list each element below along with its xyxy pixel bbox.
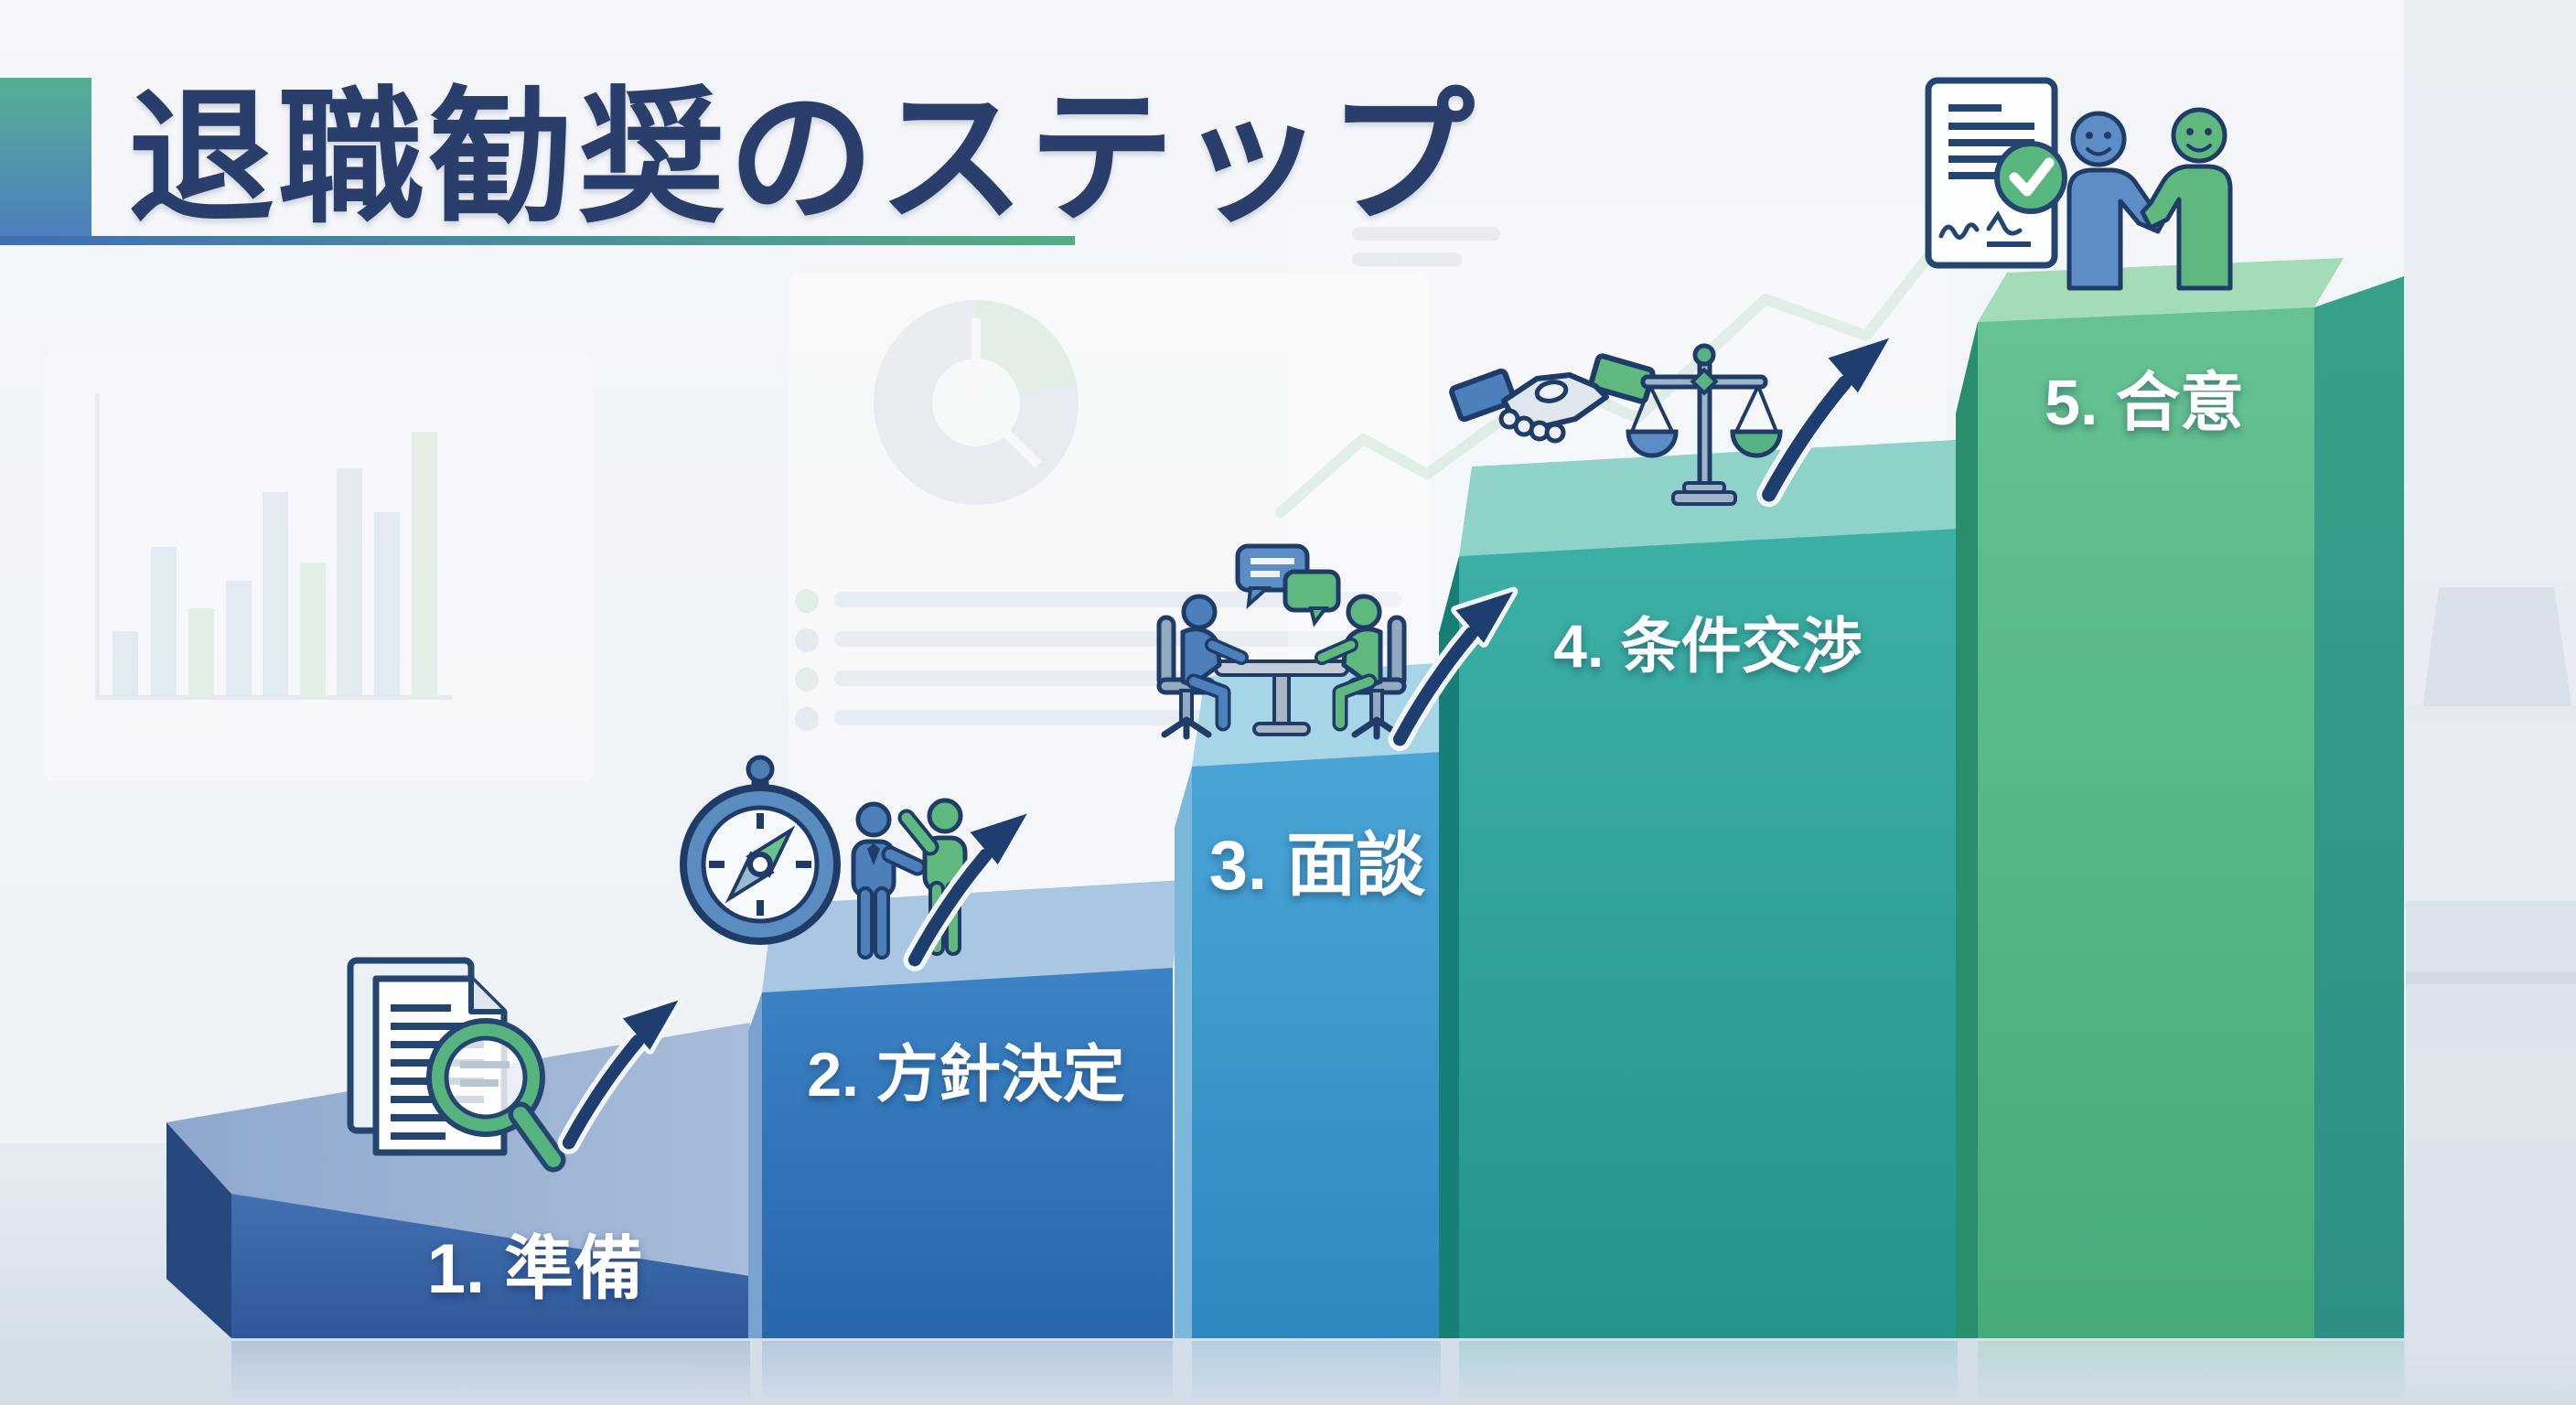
staircase: [166, 258, 2404, 1338]
office-desk-silhouette: [2404, 0, 2576, 1405]
step-block-3-interview: [1175, 662, 1454, 1338]
step1-label: 1. 準備: [427, 1230, 644, 1308]
speech-bubble-green: [1283, 569, 1341, 627]
person-blue-agree: [2066, 111, 2169, 291]
title-accent-block: [0, 78, 91, 236]
people-shaking-hands-icon: [2066, 107, 2233, 291]
signed-contract-icon: [1925, 77, 2067, 269]
bar-chart-watermark: [44, 352, 593, 782]
floor-fade: [0, 1338, 2576, 1405]
step1-side-face: [166, 1122, 231, 1338]
step5-side-face: [1956, 322, 1978, 1338]
compass-icon: [680, 755, 841, 945]
step-block-5-agreement: [1956, 258, 2404, 1338]
step1-front-face: [231, 1194, 750, 1338]
step2-side-face: [748, 992, 762, 1338]
step5-label: 5. 合意: [2045, 367, 2244, 438]
handshake-icon: [1449, 353, 1656, 444]
step-block-4-negotiation: [1439, 439, 1970, 1338]
step2-front-face: [762, 968, 1173, 1338]
documents-magnifier-icon: [347, 957, 566, 1173]
title-underline: [0, 236, 1075, 245]
seated-person-green-tint: [1315, 594, 1383, 732]
step3-side-face: [1175, 767, 1192, 1338]
person-green-agree: [2140, 107, 2233, 291]
scales-icon: [1626, 343, 1783, 506]
title-block: 退職勧奨のステップ: [0, 76, 1478, 245]
step4-side-face: [1439, 556, 1459, 1338]
step5-front-face: [1978, 307, 2314, 1338]
step4-front-face: [1459, 529, 1958, 1338]
page-title: 退職勧奨のステップ: [128, 76, 1478, 240]
meeting-table-icon: [1159, 543, 1404, 736]
step3-label: 3. 面談: [1209, 827, 1426, 905]
person-blue: [851, 801, 927, 960]
step5-right-face: [2314, 276, 2404, 1338]
step2-label: 2. 方針決定: [807, 1040, 1125, 1110]
step3-front-face: [1192, 752, 1441, 1338]
step4-label: 4. 条件交渉: [1553, 612, 1862, 680]
